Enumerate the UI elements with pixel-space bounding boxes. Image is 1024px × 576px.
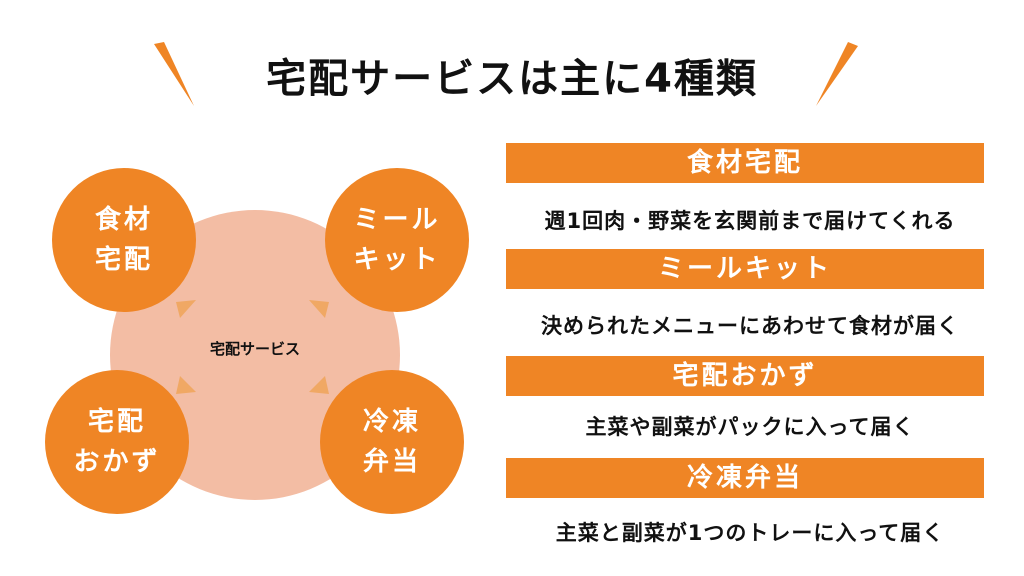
node-label-line1: 宅配 bbox=[87, 406, 146, 437]
arrow-icon-top-right bbox=[309, 300, 329, 318]
node-label-line2: 宅配 bbox=[94, 245, 153, 275]
service-description-frozen-bento: 主菜と副菜が1つのトレーに入って届く bbox=[555, 521, 945, 545]
node-label-line2: キット bbox=[353, 245, 441, 275]
node-food-delivery: 食材 宅配 bbox=[52, 168, 196, 312]
service-heading-meal-kit: ミールキット bbox=[506, 249, 984, 289]
right-accent-spark-icon bbox=[816, 42, 858, 106]
node-label-line1: 食材 bbox=[94, 204, 153, 235]
center-label: 宅配サービス bbox=[209, 340, 300, 358]
left-accent-spark-icon bbox=[154, 42, 194, 106]
arrow-icon-bottom-right bbox=[309, 376, 329, 394]
service-heading-frozen-bento: 冷凍弁当 bbox=[506, 458, 984, 498]
node-label-line1: ミール bbox=[353, 204, 441, 235]
arrow-icon-top-left bbox=[176, 300, 196, 318]
node-label-line2: おかず bbox=[73, 447, 161, 477]
page-title: 宅配サービスは主に4種類 bbox=[266, 56, 758, 102]
service-description-delivery-side-dishes: 主菜や副菜がパックに入って届く bbox=[585, 415, 915, 439]
service-description-meal-kit: 決められたメニューにあわせて食材が届く bbox=[541, 314, 959, 338]
service-heading-food-delivery: 食材宅配 bbox=[506, 143, 984, 183]
node-frozen-bento: 冷凍 弁当 bbox=[320, 370, 464, 514]
service-heading-delivery-side-dishes: 宅配おかず bbox=[506, 356, 984, 396]
arrow-icon-bottom-left bbox=[176, 376, 196, 394]
node-delivery-side-dishes: 宅配 おかず bbox=[45, 370, 189, 514]
node-meal-kit: ミール キット bbox=[325, 168, 469, 312]
node-label-line2: 弁当 bbox=[362, 447, 421, 477]
node-label-line1: 冷凍 bbox=[362, 406, 421, 437]
service-description-food-delivery: 週1回肉・野菜を玄関前まで届けてくれる bbox=[544, 209, 956, 233]
